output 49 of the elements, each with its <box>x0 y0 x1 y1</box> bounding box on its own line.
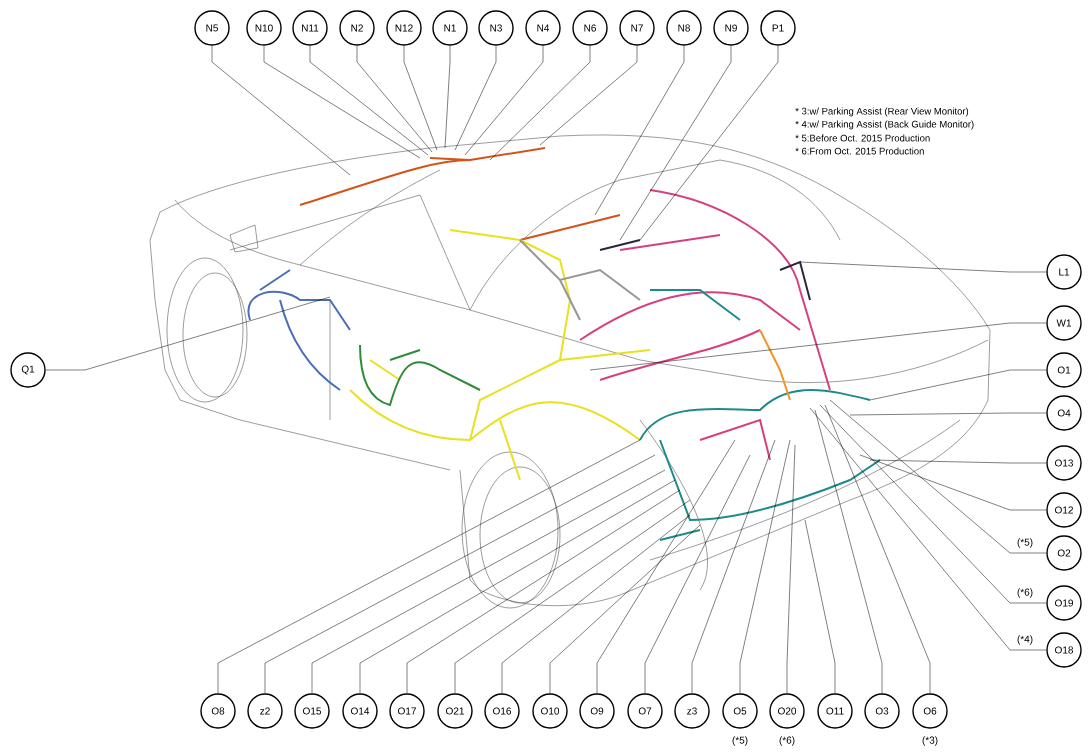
leader-line <box>594 45 685 216</box>
leader-line <box>309 45 429 156</box>
leader-line <box>589 322 1047 371</box>
leader-line <box>819 404 1047 604</box>
leader-line <box>644 454 751 694</box>
note-reference: (*3) <box>922 736 938 746</box>
leader-line <box>596 439 736 694</box>
leader-line <box>454 45 497 151</box>
leader-line <box>809 407 1047 651</box>
leader-line <box>799 261 1047 273</box>
leader-line <box>539 45 638 146</box>
leader-line <box>619 45 732 241</box>
leader-line <box>639 45 779 241</box>
leader-line <box>403 45 438 151</box>
leader-line <box>869 459 1047 464</box>
leader-line <box>829 399 1047 554</box>
note-reference: (*5) <box>1017 538 1033 548</box>
footnote: * 5:Before Oct. 2015 Production <box>795 134 930 142</box>
leader-line <box>824 404 931 694</box>
leader-line <box>311 469 666 694</box>
leader-line <box>464 45 544 156</box>
leader-line <box>739 439 791 694</box>
leader-line <box>489 45 591 161</box>
leader-line <box>804 519 836 694</box>
leader-line <box>814 409 883 694</box>
leader-line <box>786 444 796 694</box>
note-reference: (*6) <box>779 736 795 746</box>
leader-line <box>691 439 776 694</box>
leader-line <box>45 296 331 371</box>
leader-line <box>264 454 656 694</box>
footnote: * 3:w/ Parking Assist (Rear View Monitor) <box>795 107 969 117</box>
leader-line <box>444 45 451 149</box>
note-reference: (*5) <box>732 736 748 746</box>
leader-line <box>406 489 681 694</box>
leader-line <box>849 412 1047 416</box>
note-reference: (*4) <box>1017 635 1033 645</box>
leader-line <box>211 45 351 176</box>
footnote: * 6:From Oct. 2015 Production <box>795 147 924 155</box>
footnote: * 4:w/ Parking Assist (Back Guide Monitor) <box>795 120 974 130</box>
leader-line <box>859 454 1047 511</box>
note-reference: (*6) <box>1017 588 1033 598</box>
leader-line <box>217 439 641 694</box>
leader-line <box>356 45 433 153</box>
leader-line <box>501 514 691 694</box>
leader-line <box>869 369 1047 401</box>
leader-line <box>549 524 701 694</box>
leader-line <box>263 45 421 159</box>
leader-line <box>454 499 691 694</box>
leader-line <box>359 479 676 694</box>
